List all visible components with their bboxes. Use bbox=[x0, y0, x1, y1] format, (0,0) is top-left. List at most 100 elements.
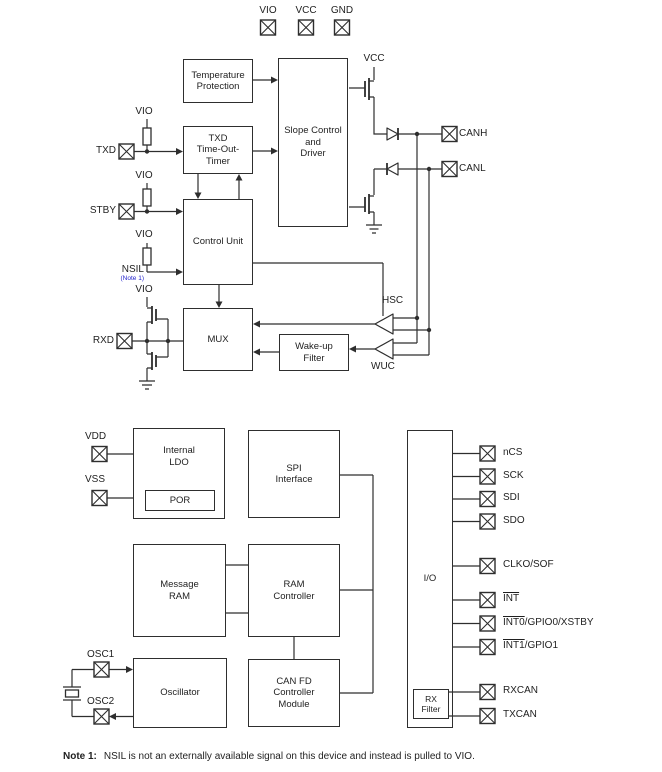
block-wakeup-filter-label: Wake-up Filter bbox=[295, 341, 333, 364]
pin-symbol-vcc-top bbox=[297, 19, 315, 36]
pin-symbol-txd bbox=[118, 143, 135, 160]
block-message-ram: Message RAM bbox=[133, 544, 226, 637]
pin-label-txd: TXD bbox=[96, 145, 116, 156]
pin-label-osc1: OSC1 bbox=[87, 649, 115, 660]
pin-label-sck: SCK bbox=[503, 469, 524, 481]
block-temperature-protection-label: Temperature Protection bbox=[191, 69, 245, 92]
pin-symbol-canl bbox=[441, 160, 458, 178]
pin-symbol-clko bbox=[479, 557, 496, 575]
pin-symbol-osc1 bbox=[93, 661, 110, 678]
wires bbox=[63, 67, 480, 718]
pin-label-int0-gpio0-xstby: INT0/GPIO0/XSTBY bbox=[503, 617, 594, 628]
block-txd-timeout-timer-label: TXD Time-Out- Timer bbox=[196, 132, 240, 167]
pin-label-stby: STBY bbox=[89, 205, 116, 216]
block-oscillator-label: Oscillator bbox=[160, 687, 200, 699]
block-slope-control-driver: Slope Control and Driver bbox=[278, 58, 348, 227]
pin-label-vss: VSS bbox=[85, 474, 106, 485]
block-mux: MUX bbox=[183, 308, 253, 371]
footnote: Note 1: NSIL is not an externally availab… bbox=[63, 751, 475, 762]
block-ram-controller-label: RAM Controller bbox=[273, 579, 315, 602]
pin-label-canl: CANL bbox=[459, 163, 486, 174]
pin-label-vcc-top: VCC bbox=[295, 5, 317, 16]
block-oscillator: Oscillator bbox=[133, 658, 227, 728]
block-spi-interface-label: SPI Interface bbox=[275, 462, 313, 485]
pin-label-gnd-top: GND bbox=[330, 5, 354, 16]
pin-label-vio-top: VIO bbox=[259, 5, 277, 16]
pin-symbol-sck bbox=[479, 468, 496, 485]
block-por-label: POR bbox=[169, 494, 191, 506]
block-rx-filter: RX Filter bbox=[413, 689, 449, 719]
crystal bbox=[64, 689, 80, 698]
pin-symbol-sdo bbox=[479, 513, 496, 530]
block-io-label: I/O bbox=[423, 573, 437, 585]
wuc-comparator bbox=[374, 338, 394, 360]
pin-label-vdd: VDD bbox=[85, 431, 107, 442]
canl-diode bbox=[386, 162, 399, 176]
block-mux-label: MUX bbox=[207, 333, 229, 345]
block-control-unit-label: Control Unit bbox=[192, 236, 244, 248]
block-txd-timeout-timer: TXD Time-Out- Timer bbox=[183, 126, 253, 174]
footnote-prefix: Note 1: bbox=[63, 751, 97, 762]
block-io: I/O bbox=[407, 430, 453, 728]
block-can-fd-controller: CAN FD Controller Module bbox=[248, 659, 340, 727]
pin-symbol-ncs bbox=[479, 445, 496, 462]
supply-label-vio-stby: VIO bbox=[135, 170, 153, 181]
pin-symbol-sdi bbox=[479, 490, 496, 508]
pin-symbol-rxcan bbox=[479, 683, 496, 701]
pin-label-int0-rest: /GPIO0/XSTBY bbox=[524, 616, 594, 628]
nsil-pullup-resistor bbox=[142, 247, 152, 266]
block-internal-ldo: Internal LDO bbox=[133, 428, 225, 519]
pin-label-clko-sof: CLKO/SOF bbox=[503, 559, 554, 570]
block-can-fd-controller-label: CAN FD Controller Module bbox=[273, 675, 315, 710]
pin-symbol-canh bbox=[441, 125, 458, 143]
pin-label-ncs: nCS bbox=[503, 446, 523, 458]
block-por: POR bbox=[145, 490, 215, 511]
pin-label-txcan: TXCAN bbox=[503, 709, 537, 720]
block-control-unit: Control Unit bbox=[183, 199, 253, 285]
pin-label-int: INT bbox=[503, 593, 519, 604]
pin-label-sdo: SDO bbox=[503, 514, 525, 526]
pin-label-nsil: NSIL bbox=[121, 264, 144, 275]
junction-dots bbox=[144, 131, 432, 344]
pin-symbol-stby bbox=[118, 203, 135, 220]
nsil-note-reference: (Note 1) bbox=[120, 275, 144, 282]
pin-symbol-rxd bbox=[116, 332, 133, 350]
block-message-ram-label: Message RAM bbox=[160, 579, 199, 602]
pin-symbol-int0 bbox=[479, 615, 496, 632]
pin-symbol-txcan bbox=[479, 707, 496, 725]
supply-label-vio-txd: VIO bbox=[135, 106, 153, 117]
pin-label-int1-gpio1: INT1/GPIO1 bbox=[503, 640, 558, 651]
pin-symbol-vss bbox=[91, 489, 108, 507]
wuc-label: WUC bbox=[371, 361, 395, 372]
pin-symbol-gnd-top bbox=[333, 19, 351, 36]
footnote-text: NSIL is not an externally available sign… bbox=[103, 751, 475, 762]
pin-label-int1-rest: /GPIO1 bbox=[524, 640, 559, 651]
supply-label-vio-nsil: VIO bbox=[135, 229, 153, 240]
pin-symbol-int bbox=[479, 591, 496, 609]
pin-label-sdi: SDI bbox=[503, 492, 520, 503]
pin-label-rxcan: RXCAN bbox=[503, 685, 539, 696]
pin-label-int-bar: INT bbox=[503, 593, 520, 604]
pin-symbol-vio-top bbox=[259, 19, 277, 36]
canh-diode bbox=[386, 127, 399, 141]
txd-pullup-resistor bbox=[142, 127, 152, 146]
block-temperature-protection: Temperature Protection bbox=[183, 59, 253, 103]
block-rx-filter-label: RX Filter bbox=[421, 693, 441, 714]
block-spi-interface: SPI Interface bbox=[248, 430, 340, 518]
stby-pullup-resistor bbox=[142, 188, 152, 207]
hsc-label: HSC bbox=[382, 295, 404, 306]
block-ram-controller: RAM Controller bbox=[248, 544, 340, 637]
supply-label-vio-rxd: VIO bbox=[135, 284, 153, 295]
hsc-comparator bbox=[374, 313, 394, 335]
pin-label-int1-bar: INT1 bbox=[503, 640, 525, 651]
pin-label-canh: CANH bbox=[459, 128, 488, 139]
pin-symbol-vdd bbox=[91, 445, 108, 463]
block-slope-control-driver-label: Slope Control and Driver bbox=[284, 125, 342, 160]
supply-label-vcc-driver: VCC bbox=[363, 53, 385, 64]
pin-label-int0-bar: INT0 bbox=[503, 616, 525, 628]
pin-symbol-osc2 bbox=[93, 708, 110, 725]
block-internal-ldo-label: Internal LDO bbox=[163, 445, 195, 468]
pin-label-rxd: RXD bbox=[92, 335, 114, 346]
